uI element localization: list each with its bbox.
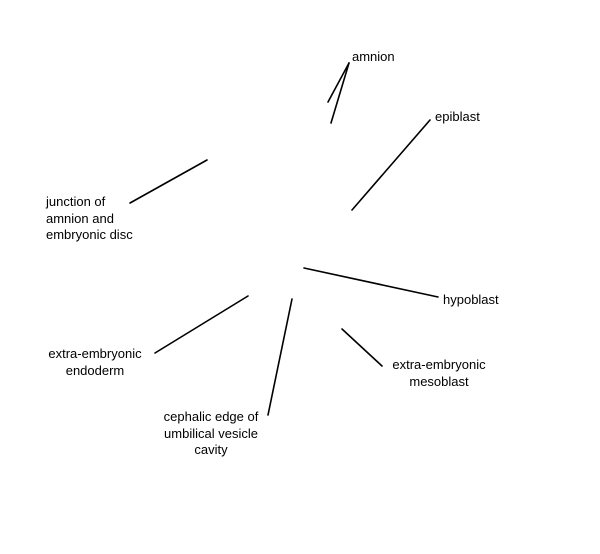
label-extra-embryonic-mesoblast: extra-embryonic mesoblast	[392, 357, 486, 389]
junction-leader-line	[129, 159, 208, 204]
epiblast-leader-line	[351, 119, 431, 211]
label-epiblast: epiblast	[435, 109, 480, 124]
extra-embryonic-endoderm-leader-line	[154, 295, 249, 354]
label-amnion: amnion	[352, 49, 395, 64]
hypoblast-leader-line	[303, 267, 439, 298]
label-extra-embryonic-endoderm: extra-embryonic endoderm	[48, 346, 142, 378]
cephalic-edge-leader-line	[267, 298, 293, 416]
label-junction-of-amnion-and-embryonic-disc: junction of amnion and embryonic disc	[46, 194, 133, 242]
amnion-leader-line-2	[330, 62, 350, 124]
extra-embryonic-mesoblast-leader-line	[341, 328, 383, 367]
label-cephalic-edge-of-umbilical-vesicle-cavity: cephalic edge of umbilical vesicle cavit…	[163, 409, 259, 457]
label-hypoblast: hypoblast	[443, 292, 499, 307]
amnion-leader-line-1	[327, 62, 350, 103]
